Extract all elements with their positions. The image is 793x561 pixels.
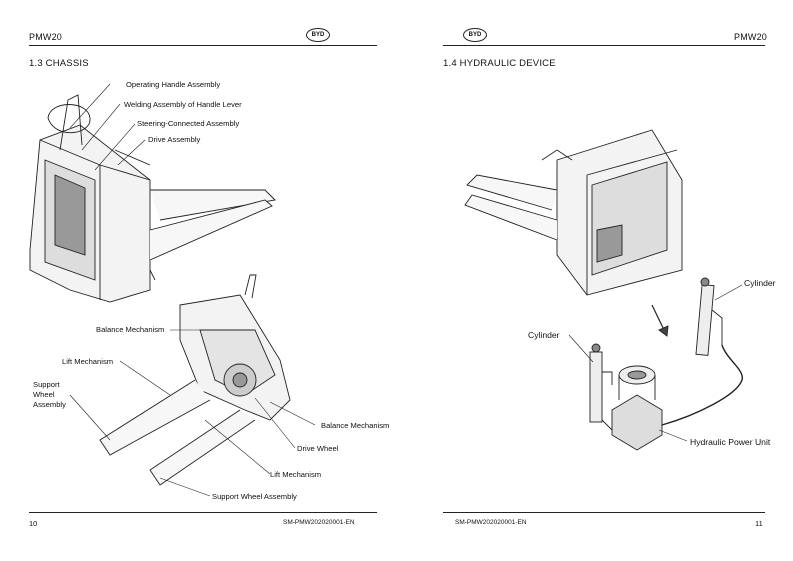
byd-logo: BYD — [306, 28, 330, 42]
page-number: 11 — [755, 519, 763, 528]
label-cylinder-right: Cylinder — [744, 278, 776, 288]
footer-rule — [29, 512, 377, 513]
label-cylinder-left: Cylinder — [528, 330, 560, 340]
page-number: 10 — [29, 519, 38, 528]
label-support-wheel-assembly-bottom: Support Wheel Assembly — [212, 492, 297, 501]
label-steering-connected: Steering-Connected Assembly — [137, 119, 240, 128]
hydraulic-illustration — [464, 129, 743, 451]
section-title: 1.4 HYDRAULIC DEVICE — [443, 58, 556, 69]
footer-code: SM-PMW202020001-EN — [283, 519, 355, 526]
right-page: BYD PMW20 1.4 HYDRAULIC DEVICE — [397, 0, 793, 561]
byd-logo: BYD — [463, 28, 487, 42]
section-title: 1.3 CHASSIS — [29, 58, 89, 69]
footer-rule — [443, 512, 765, 513]
header-model: PMW20 — [734, 32, 768, 42]
label-support-wheel-assembly-left: Support Wheel Assembly — [33, 380, 66, 409]
header-model: PMW20 — [29, 32, 63, 42]
label-balance-mechanism-right: Balance Mechanism — [321, 421, 390, 430]
label-lift-mechanism-right: Lift Mechanism — [270, 470, 322, 479]
left-page: PMW20 BYD 1.3 CHASSIS — [0, 0, 396, 561]
header-rule — [443, 45, 765, 46]
label-drive-wheel: Drive Wheel — [297, 444, 339, 453]
label-operating-handle: Operating Handle Assembly — [126, 80, 221, 89]
label-balance-mechanism-left: Balance Mechanism — [96, 325, 165, 334]
header-rule — [29, 45, 377, 46]
label-welding-handle-lever: Welding Assembly of Handle Lever — [124, 100, 242, 109]
footer-code: SM-PMW202020001-EN — [455, 519, 527, 526]
label-lift-mechanism-left: Lift Mechanism — [62, 357, 114, 366]
label-drive-assembly: Drive Assembly — [148, 135, 201, 144]
chassis-illustration — [29, 83, 316, 497]
label-hydraulic-power-unit: Hydraulic Power Unit — [690, 437, 771, 447]
